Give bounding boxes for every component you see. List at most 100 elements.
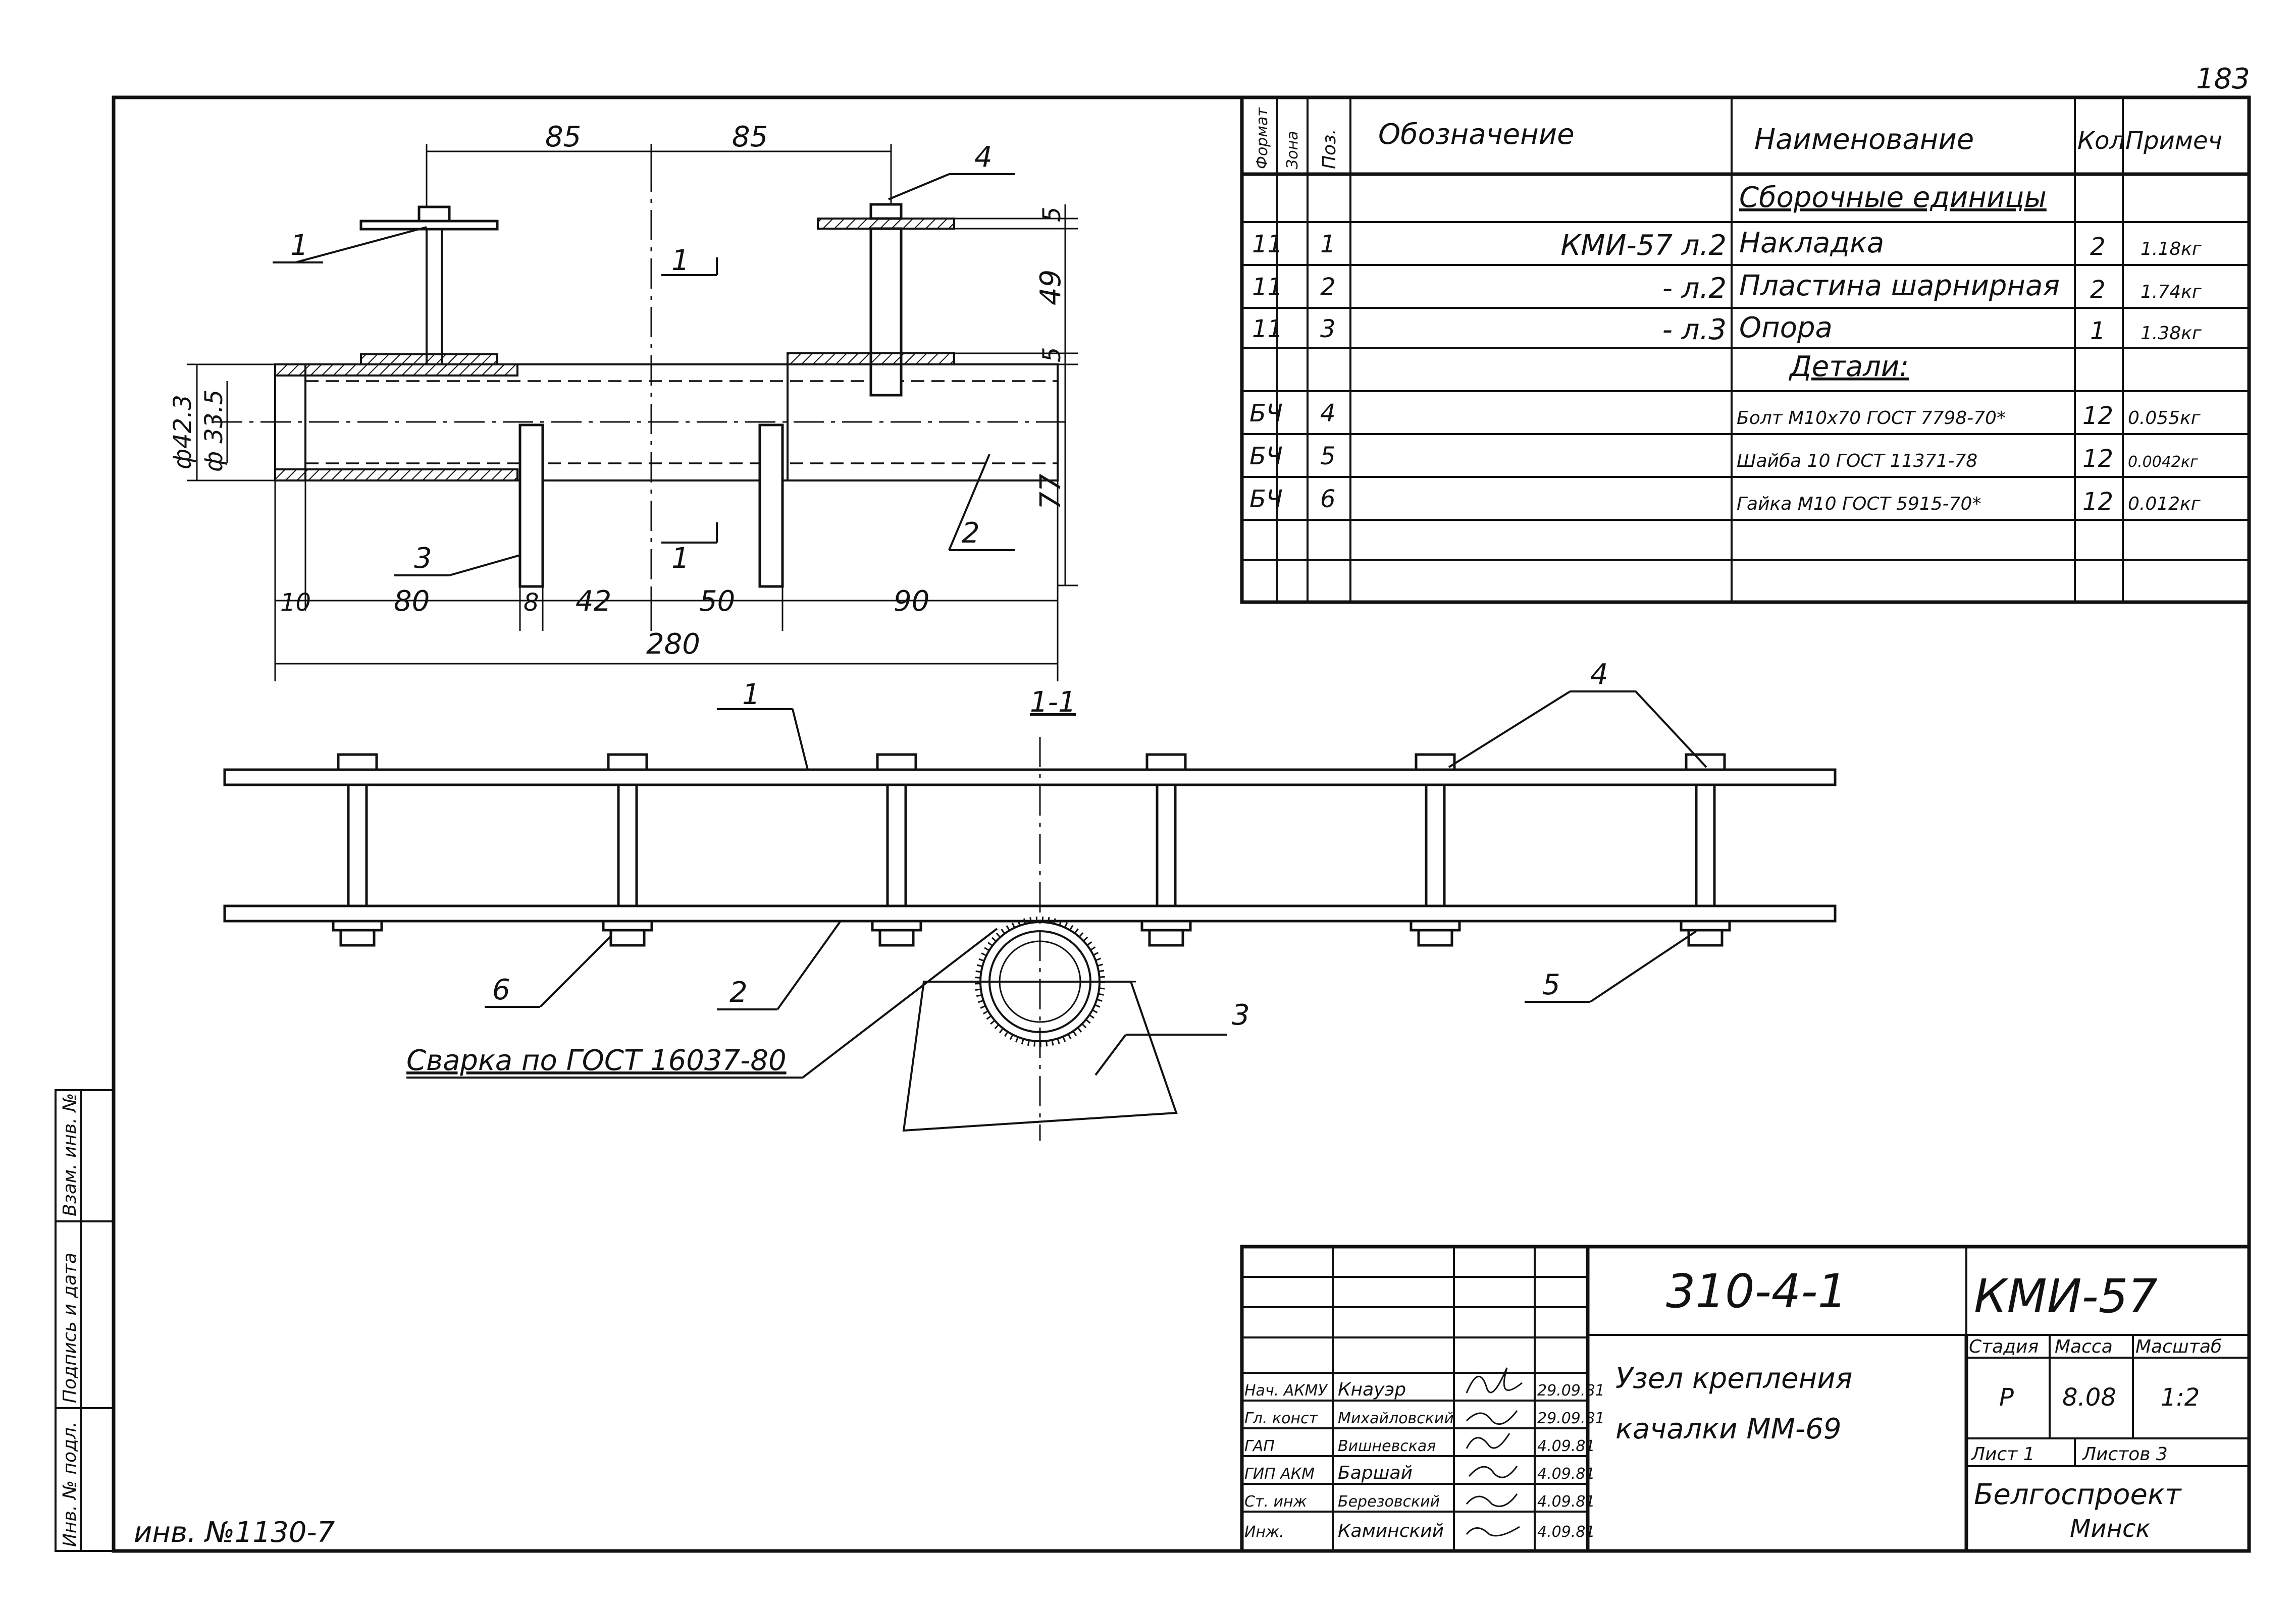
header-pos: Поз. <box>1319 129 1340 169</box>
header-note: Примеч <box>2125 127 2222 155</box>
title-block: Нач. АКМУ Кнауэр 29.09.81 Гл. конст Миха… <box>1240 1245 2251 1553</box>
bolt-3 <box>871 753 922 947</box>
section-callout-6: 6 <box>492 974 510 1006</box>
plan-callout-2: 2 <box>962 517 980 550</box>
staff-role-5: Ст. инж <box>1244 1493 1307 1511</box>
plan-view: 1 1 85 85 10 80 8 42 50 90 280 5 <box>169 121 1078 681</box>
mass-value: 8.08 <box>2062 1383 2116 1412</box>
section-title: 1-1 <box>1030 686 1076 719</box>
row2-name: Пластина шарнирная <box>1739 270 2060 302</box>
row3-designation: - л.3 <box>1662 313 1727 346</box>
staff-role-6: Инж. <box>1244 1523 1284 1541</box>
plan-callout-4: 4 <box>974 141 993 174</box>
section-view: 1-1 <box>223 658 1837 1141</box>
dim-diameter-outer: ф42.3 <box>169 395 197 469</box>
dim-bottom-50: 50 <box>699 585 735 618</box>
row1-format: 11 <box>1252 230 1283 258</box>
dim-right-77: 77 <box>1034 473 1067 510</box>
staff-role-4: ГИП АКМ <box>1244 1465 1315 1483</box>
row1-qty: 2 <box>2090 233 2106 261</box>
margin-stamp: Инв. № подл. Подпись и дата Взам. инв. № <box>55 1089 115 1552</box>
row4-name: Болт М10х70 ГОСТ 7798-70* <box>1737 408 2006 428</box>
weld-note: Сварка по ГОСТ 16037-80 <box>406 1044 787 1077</box>
section-callout-1: 1 <box>742 678 760 711</box>
staff-role-3: ГАП <box>1244 1437 1275 1455</box>
row5-name: Шайба 10 ГОСТ 11371-78 <box>1737 451 1977 471</box>
staff-role-1: Нач. АКМУ <box>1244 1382 1328 1400</box>
row5-note: 0.0042кг <box>2128 453 2198 471</box>
row6-pos: 6 <box>1320 485 1336 513</box>
stamp-replacement-inv: Взам. инв. № <box>60 1093 80 1216</box>
staff-name-6: Каминский <box>1338 1521 1444 1541</box>
stage-label: Стадия <box>1969 1336 2039 1357</box>
plan-section-mark-top: 1 <box>671 244 690 277</box>
row1-designation: КМИ-57 л.2 <box>1561 229 1727 262</box>
project-code: 310-4-1 <box>1666 1264 1847 1318</box>
spec-table: Формат Зона Поз. Обозначение Наименовани… <box>1240 95 2251 604</box>
drawing-frame <box>112 95 2251 1553</box>
page-number: 183 <box>2196 63 2250 95</box>
sheet-label: Лист 1 <box>1970 1444 2035 1465</box>
title-line-2: качалки ММ-69 <box>1615 1413 1841 1445</box>
staff-date-1: 29.09.81 <box>1537 1382 1605 1400</box>
stage-value: Р <box>1999 1383 2014 1412</box>
section-assemblies: Сборочные единицы <box>1739 181 2047 214</box>
title-line-1: Узел крепления <box>1615 1362 1852 1395</box>
row6-format: БЧ <box>1249 485 1283 513</box>
section-callout-3: 3 <box>1232 999 1250 1032</box>
sheet-code: КМИ-57 <box>1974 1269 2158 1323</box>
section-callout-4: 4 <box>1590 658 1608 691</box>
dim-bottom-10: 10 <box>280 588 311 617</box>
row1-name: Накладка <box>1739 227 1884 259</box>
signatures <box>1466 1367 1523 1537</box>
bolt-4 <box>1140 753 1192 947</box>
row3-note: 1.38кг <box>2141 323 2202 344</box>
staff-date-3: 4.09.81 <box>1537 1437 1595 1455</box>
bolt-2 <box>602 753 653 947</box>
dim-right-5a: 5 <box>1038 206 1066 222</box>
dim-diameter-inner: ф 33.5 <box>200 390 228 472</box>
staff-role-2: Гл. конст <box>1244 1410 1319 1427</box>
staff-name-2: Михайловский <box>1338 1410 1454 1427</box>
bolt-1 <box>332 753 383 947</box>
row3-format: 11 <box>1252 315 1283 343</box>
header-name: Наименование <box>1754 123 1974 156</box>
staff-date-2: 29.09.81 <box>1537 1410 1605 1427</box>
organization: Белгоспроект <box>1974 1478 2182 1511</box>
row5-format: БЧ <box>1249 442 1283 470</box>
dim-bottom-42: 42 <box>576 585 611 618</box>
row6-note: 0.012кг <box>2128 494 2201 514</box>
city: Минск <box>2070 1515 2150 1543</box>
row1-pos: 1 <box>1320 230 1336 258</box>
dim-total: 280 <box>646 628 700 661</box>
section-callout-2: 2 <box>729 976 748 1009</box>
dim-bottom-8: 8 <box>524 588 539 617</box>
row3-qty: 1 <box>2090 317 2106 345</box>
row6-name: Гайка М10 ГОСТ 5915-70* <box>1737 494 1981 514</box>
row6-qty: 12 <box>2082 488 2113 516</box>
row4-qty: 12 <box>2082 402 2113 430</box>
bolt-5 <box>1410 753 1461 947</box>
dim-bottom-90: 90 <box>894 585 929 618</box>
staff-name-1: Кнауэр <box>1338 1379 1406 1400</box>
sheets-label: Листов 3 <box>2081 1444 2168 1465</box>
row5-qty: 12 <box>2082 445 2113 473</box>
scale-label: Масштаб <box>2135 1336 2222 1357</box>
stamp-signature-date: Подпись и дата <box>60 1253 80 1403</box>
row3-name: Опора <box>1739 311 1833 344</box>
inventory-note: инв. №1130-7 <box>134 1516 335 1549</box>
dim-bottom-80: 80 <box>394 585 430 618</box>
header-format: Формат <box>1254 107 1271 169</box>
dim-right-5b: 5 <box>1038 347 1066 362</box>
staff-name-4: Баршай <box>1338 1463 1413 1483</box>
dim-top-right: 85 <box>732 121 768 153</box>
row5-pos: 5 <box>1320 442 1336 470</box>
plan-callout-3: 3 <box>414 542 432 575</box>
section-callout-5: 5 <box>1542 969 1560 1001</box>
scale-value: 1:2 <box>2161 1383 2200 1412</box>
row4-note: 0.055кг <box>2128 408 2201 428</box>
staff-name-5: Березовский <box>1338 1493 1440 1511</box>
section-parts: Детали: <box>1788 350 1909 383</box>
header-designation: Обозначение <box>1378 118 1575 151</box>
